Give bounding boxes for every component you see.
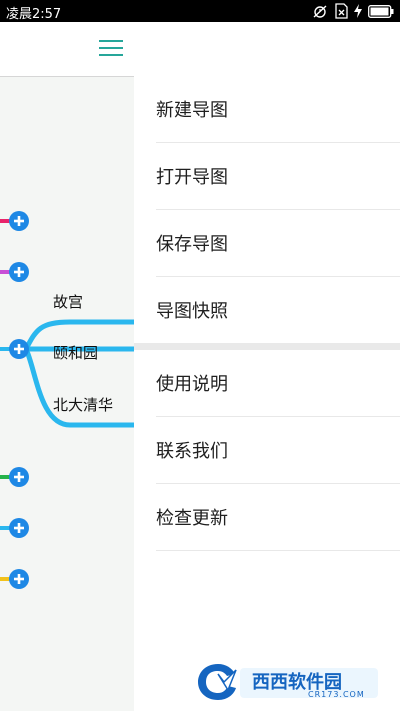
status-bar: 凌晨2:57 [0,0,400,22]
battery-icon [368,4,394,18]
menu-item-save-map[interactable]: 保存导图 [156,210,400,277]
menu-divider [134,343,400,350]
watermark-brand: 西西软件园 [252,672,342,693]
expand-plus-icon[interactable] [9,211,29,231]
menu-item-open-map[interactable]: 打开导图 [156,143,400,210]
menu-button[interactable] [96,36,126,60]
expand-plus-icon[interactable] [9,467,29,487]
charging-icon [354,4,362,18]
expand-plus-icon[interactable] [9,262,29,282]
watermark-logo-icon [198,664,378,700]
expand-plus-icon[interactable] [9,518,29,538]
alarm-off-icon [312,3,328,19]
mindmap-canvas[interactable]: 故宫 颐和园 北大清华 [0,22,134,711]
menu-item-new-map[interactable]: 新建导图 [156,76,400,143]
node-gugong[interactable]: 故宫 [53,293,84,311]
menu-item-contact-us[interactable]: 联系我们 [156,417,400,484]
node-yiheyuan[interactable]: 颐和园 [53,344,99,362]
expand-plus-icon[interactable] [9,569,29,589]
expand-plus-icon[interactable] [9,339,29,359]
mindmap-branches [0,211,134,589]
watermark-url: CR173.COM [308,690,365,699]
menu-item-map-snapshot[interactable]: 导图快照 [156,301,228,322]
hamburger-icon [99,40,123,56]
menu-item-check-update[interactable]: 检查更新 [156,484,400,551]
app-toolbar [0,22,134,77]
sim-card-icon [334,3,348,19]
connector-gugong [23,319,134,351]
node-beida-qinghua[interactable]: 北大清华 [53,396,114,414]
status-time: 凌晨2:57 [6,7,62,22]
status-icons [312,3,394,19]
connector-beida [23,347,134,428]
menu-item-instructions[interactable]: 使用说明 [156,350,400,417]
watermark-logo: 西西软件园 CR173.COM [196,660,382,704]
navigation-drawer: 新建导图 打开导图 保存导图 导图快照 使用说明 联系我们 检查更新 [134,22,400,711]
